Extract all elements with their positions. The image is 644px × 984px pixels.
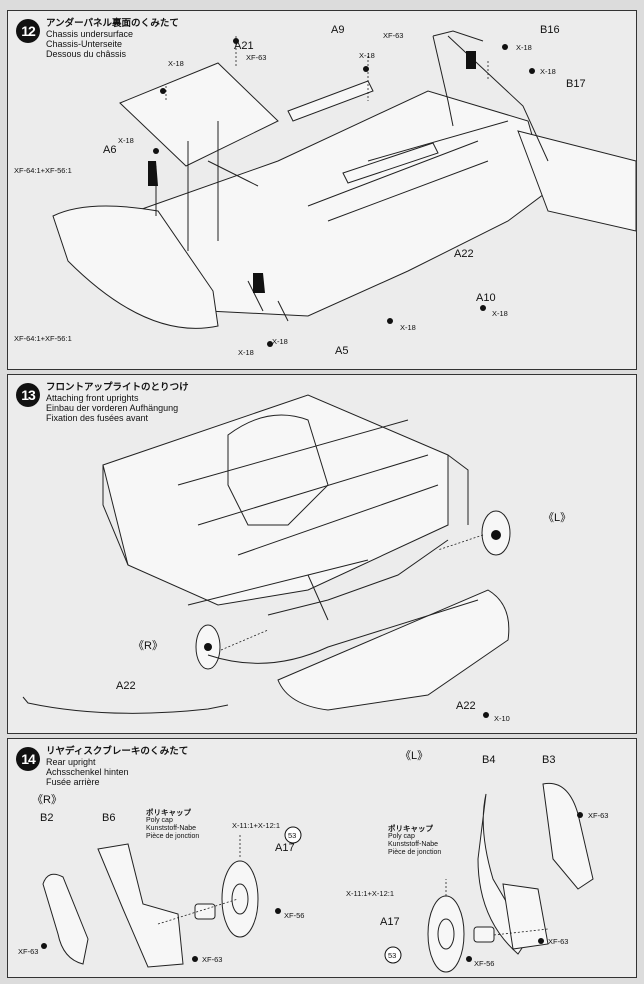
label-x18-c: X-18 xyxy=(516,43,532,52)
label-b4: B4 xyxy=(482,754,496,766)
label-a17-left: A17 xyxy=(380,916,400,928)
label-x10: X-10 xyxy=(494,714,510,723)
label-xf56-r: XF-56 xyxy=(284,911,305,920)
label-a10: A10 xyxy=(476,292,496,304)
step-14-title-en: Rear upright xyxy=(46,757,96,767)
step-13-titles: フロントアップライトのとりつけ Attaching front uprights… xyxy=(46,382,189,424)
label-x18-a: X-18 xyxy=(168,59,184,68)
polycap-fr: Pièce de jonction xyxy=(388,849,442,856)
step-12-titles: アンダーパネル裏面のくみたて Chassis undersurface Chas… xyxy=(46,18,179,60)
polycap-callout-left: ポリキャップ Poly cap Kunststoff-Nabe Pièce de… xyxy=(388,825,441,857)
label-x18-b: X-18 xyxy=(359,51,375,60)
label-53-right: 53 xyxy=(288,831,297,840)
label-right-side: 《R》 xyxy=(32,794,62,806)
label-x18-h: X-18 xyxy=(238,348,254,357)
label-53-left: 53 xyxy=(388,951,397,960)
polycap-fr: Pièce de jonction xyxy=(146,833,200,840)
polycap-callout-right: ポリキャップ Poly cap Kunststoff-Nabe Pièce de… xyxy=(146,809,199,841)
step-14-title-fr: Fusée arrière xyxy=(46,777,100,787)
step-14-illustration xyxy=(41,782,594,973)
label-a21: A21 xyxy=(234,40,254,52)
label-xf64-mix-a: XF-64:1+XF-56:1 xyxy=(14,166,72,175)
label-left-side: 《L》 xyxy=(543,512,572,524)
label-mix-right: X-11:1+X-12:1 xyxy=(232,821,281,830)
label-b16: B16 xyxy=(540,24,560,36)
step-12-title-de: Chassis-Unterseite xyxy=(46,39,123,49)
label-xf64-mix-b: XF-64:1+XF-56:1 xyxy=(14,334,72,343)
step-14-titles: リヤディスクブレーキのくみたて Rear upright Achsschenke… xyxy=(46,746,189,788)
label-left-side: 《L》 xyxy=(400,750,429,762)
label-b3: B3 xyxy=(542,754,556,766)
label-b17: B17 xyxy=(566,78,586,90)
step-12-title-fr: Dessous du châssis xyxy=(46,49,127,59)
step-13-title-jp: フロントアップライトのとりつけ xyxy=(46,382,189,393)
label-a9: A9 xyxy=(331,24,345,36)
label-xf63-l-b: XF-63 xyxy=(548,937,569,946)
step-14-title-jp: リヤディスクブレーキのくみたて xyxy=(46,746,189,757)
step-12-panel: 12 アンダーパネル裏面のくみたて Chassis undersurface C… xyxy=(7,10,637,370)
label-b6: B6 xyxy=(102,812,116,824)
label-xf63-b: XF-63 xyxy=(383,31,404,40)
label-x18-f: X-18 xyxy=(400,323,416,332)
label-x18-e: X-18 xyxy=(118,136,134,145)
label-xf63-l-a: XF-63 xyxy=(588,811,609,820)
polycap-en: Poly cap xyxy=(146,817,173,824)
step-12-number: 12 xyxy=(16,19,40,43)
label-xf56-l: XF-56 xyxy=(474,959,495,968)
step-12-title-en: Chassis undersurface xyxy=(46,29,134,39)
step-14-panel: 14 リヤディスクブレーキのくみたて Rear upright Achssche… xyxy=(7,738,637,978)
label-a6: A6 xyxy=(103,144,117,156)
label-a22-part: A22 xyxy=(456,700,476,712)
label-a22-rod: A22 xyxy=(116,680,136,692)
step-14-number: 14 xyxy=(16,747,40,771)
step-14-title-de: Achsschenkel hinten xyxy=(46,767,129,777)
polycap-en: Poly cap xyxy=(388,833,415,840)
label-xf63-r-b: XF-63 xyxy=(202,955,223,964)
label-a17-right: A17 xyxy=(275,842,295,854)
step-13-illustration xyxy=(22,394,511,718)
label-xf63-r-a: XF-63 xyxy=(18,947,39,956)
step-13-title-fr: Fixation des fusées avant xyxy=(46,413,149,423)
polycap-de: Kunststoff-Nabe xyxy=(388,841,439,848)
label-x18-d: X-18 xyxy=(540,67,556,76)
step-13-panel: 13 フロントアップライトのとりつけ Attaching front uprig… xyxy=(7,374,637,734)
step-12-title-jp: アンダーパネル裏面のくみたて xyxy=(46,18,179,29)
label-x18-i: X-18 xyxy=(272,337,288,346)
step-13-number: 13 xyxy=(16,383,40,407)
step-12-illustration xyxy=(52,30,636,347)
label-a22: A22 xyxy=(454,248,474,260)
polycap-jp: ポリキャップ xyxy=(146,808,191,817)
step-13-title-de: Einbau der vorderen Aufhängung xyxy=(46,403,179,413)
label-b2: B2 xyxy=(40,812,54,824)
step-13-title-en: Attaching front uprights xyxy=(46,393,139,403)
label-right-side: 《R》 xyxy=(133,640,163,652)
label-a5: A5 xyxy=(335,345,349,357)
label-xf63-a: XF-63 xyxy=(246,53,267,62)
label-x18-g: X-18 xyxy=(492,309,508,318)
polycap-de: Kunststoff-Nabe xyxy=(146,825,197,832)
polycap-jp: ポリキャップ xyxy=(388,824,433,833)
label-mix-left: X-11:1+X-12:1 xyxy=(346,889,395,898)
